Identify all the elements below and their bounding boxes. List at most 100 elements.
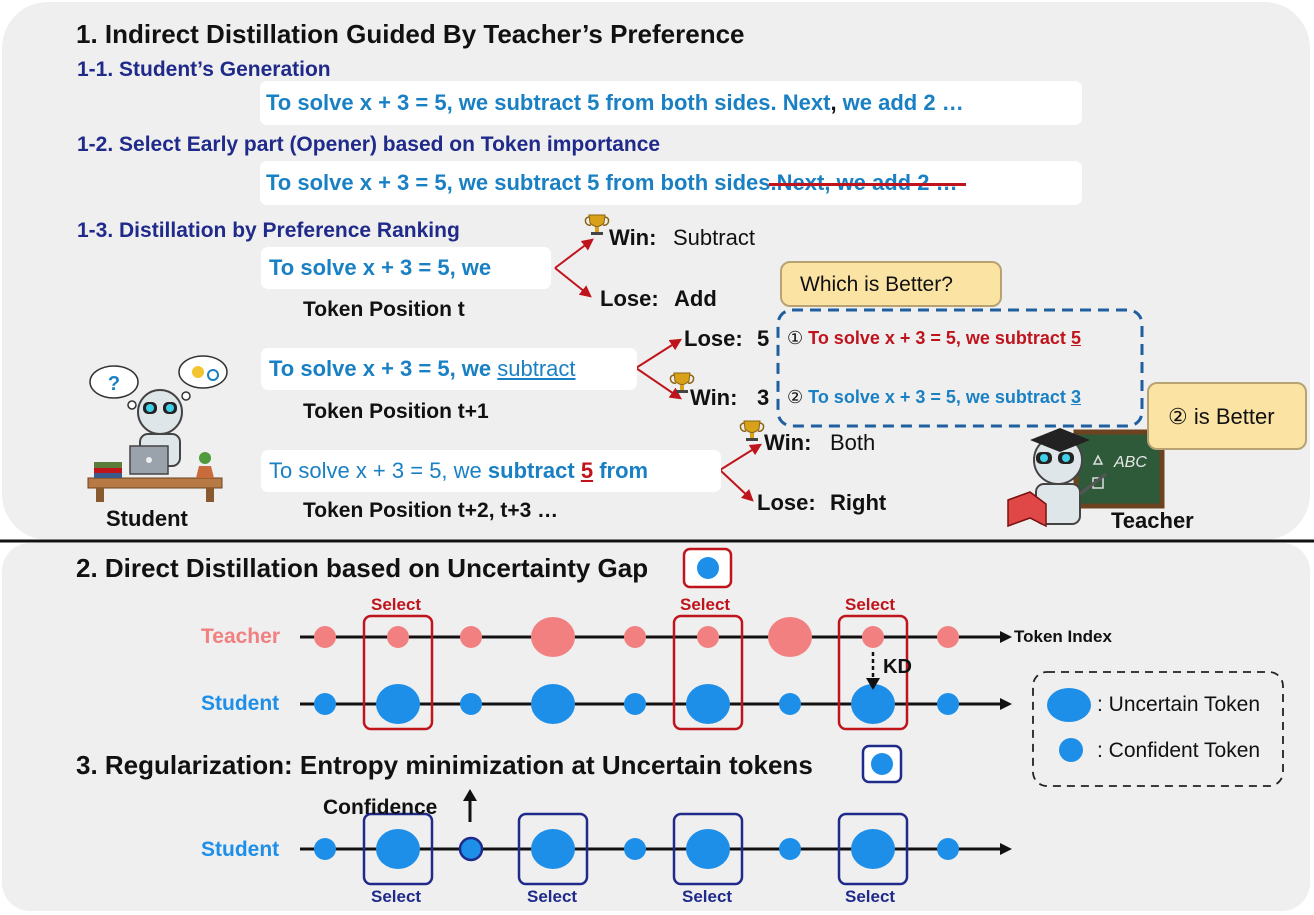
section1-title: 1. Indirect Distillation Guided By Teach…: [76, 19, 745, 49]
section2-panel: [2, 543, 1310, 911]
select-box: [672, 812, 744, 886]
select-text: Select: [371, 595, 422, 614]
row-t1-win-token: 3: [757, 385, 770, 410]
confident-token: [387, 626, 409, 648]
select-label: Select: [845, 596, 895, 614]
candidate-1-token: 5: [1070, 328, 1081, 348]
select-text: Select: [527, 887, 578, 906]
confident-token: [937, 838, 959, 860]
step1-sentence-tail: we add 2 …: [836, 90, 964, 115]
section1-panel: [2, 2, 1310, 540]
row-t1-position: Token Position t+1: [303, 400, 489, 423]
uncertain-token: [531, 684, 575, 724]
select-label: Select: [371, 596, 421, 614]
candidate-2: ② To solve x + 3 = 5, we subtract 3: [787, 388, 1081, 406]
confidence-label: Confidence: [323, 796, 438, 819]
candidate-2-text: To solve x + 3 = 5, we subtract: [808, 387, 1071, 407]
row-t1-sentence: To solve x + 3 = 5, we subtract: [269, 358, 576, 380]
candidate-1-marker: ①: [787, 328, 804, 348]
svg-text:?: ?: [108, 373, 120, 395]
student-robot-illustration: ?: [87, 355, 228, 502]
candidate-1: ① To solve x + 3 = 5, we subtract 5: [787, 329, 1081, 347]
uncertain-token: [531, 829, 575, 869]
select-text: Select: [682, 887, 733, 906]
row-t-position: Token Position t: [303, 298, 465, 321]
question-bubble-text: Which is Better?: [800, 273, 953, 296]
uncertain-token: [851, 829, 895, 869]
confident-token: [460, 626, 482, 648]
row-t2-prefix: To solve x + 3 = 5, we: [269, 458, 488, 483]
row-t2-lose-label: Lose:: [757, 490, 816, 515]
row-t1-win-label: Win:: [690, 385, 738, 410]
row-t1-prefix: To solve x + 3 = 5, we: [269, 356, 498, 381]
teacher-robot-illustration: [1007, 428, 1165, 528]
step2-title: 1-2. Select Early part (Opener) based on…: [77, 133, 661, 156]
step1-title: 1-1. Student’s Generation: [77, 58, 331, 81]
section2-student-row-label: Student: [201, 692, 280, 715]
select-text: Select: [845, 595, 896, 614]
row-t1-token: subtract: [497, 356, 576, 381]
section3-title: 3. Regularization: Entropy minimization …: [76, 750, 813, 780]
uncertain-token: [531, 617, 575, 657]
select-box: [672, 614, 744, 731]
chalkboard-text: ABC: [1114, 454, 1147, 471]
row-t2-win-token: Both: [830, 430, 876, 455]
answer-bubble-text: ② is Better: [1168, 404, 1275, 429]
step1-sentence-box: To solve x + 3 = 5, we subtract 5 from b…: [260, 81, 1082, 125]
step3-title: 1-3. Distillation by Preference Ranking: [77, 219, 460, 242]
uncertain-token: [686, 829, 730, 869]
confident-token: [624, 693, 646, 715]
candidate-2-marker: ②: [787, 387, 804, 407]
select-label: Select: [680, 596, 730, 614]
row-t-win-token: Subtract: [673, 225, 755, 250]
row-t-lose-token: Add: [674, 286, 717, 311]
step2-sentence: To solve x + 3 = 5, we subtract 5 from b…: [266, 170, 966, 195]
candidate-dashed-box: [776, 308, 1144, 428]
token-axis-arrowhead: [1000, 698, 1012, 710]
legend-confident-label: : Confident Token: [1097, 739, 1261, 762]
token-rows: [300, 614, 1012, 886]
confidence-up-arrow: [463, 789, 477, 822]
kd-label: KD: [883, 656, 912, 678]
select-text: Select: [845, 887, 896, 906]
select-text: Select: [680, 595, 731, 614]
row-t2-sentence: To solve x + 3 = 5, we subtract 5 from: [269, 460, 648, 482]
candidate-1-text: To solve x + 3 = 5, we subtract: [808, 328, 1071, 348]
uncertain-token: [376, 829, 420, 869]
step1-sentence-comma: ,: [830, 90, 837, 115]
legend-box: [1032, 671, 1284, 787]
token-axis-arrowhead: [1000, 843, 1012, 855]
row-t1-prefix-box: To solve x + 3 = 5, we subtract: [261, 348, 637, 390]
select-box: [837, 614, 909, 731]
row-t2-lose-token: Right: [830, 490, 887, 515]
row-t2-red-token: 5: [580, 458, 594, 483]
confident-token: [779, 838, 801, 860]
row-t2-position: Token Position t+2, t+3 …: [303, 499, 559, 522]
legend-confident-dot: [1059, 738, 1083, 762]
row-t2-prefix-box: To solve x + 3 = 5, we subtract 5 from: [261, 450, 721, 492]
row-t2-win-label: Win:: [764, 430, 812, 455]
confident-token: [937, 626, 959, 648]
legend-uncertain-label: : Uncertain Token: [1097, 693, 1261, 716]
row-t-lose-label: Lose:: [600, 286, 659, 311]
token-axis-arrowhead: [1000, 631, 1012, 643]
section2-teacher-row-label: Teacher: [201, 625, 280, 648]
token-index-label: Token Index: [1014, 627, 1112, 646]
step2-sentence-kept: To solve x + 3 = 5, we subtract 5 from b…: [266, 170, 777, 195]
select-text: Select: [371, 887, 422, 906]
confident-token: [460, 693, 482, 715]
confident-token: [458, 836, 484, 862]
step2-sentence-box: To solve x + 3 = 5, we subtract 5 from b…: [260, 161, 1082, 205]
step2-sentence-struck: Next, we add 2 …: [768, 170, 966, 195]
select-box: [362, 812, 434, 886]
branch-row-t: [554, 238, 594, 298]
confident-token: [779, 693, 801, 715]
select-label: Select: [845, 888, 895, 906]
row-t2-bold-token: subtract: [487, 458, 575, 483]
student-label: Student: [106, 506, 188, 531]
row-t1-lose-label: Lose:: [684, 326, 743, 351]
candidate-2-token: 3: [1070, 387, 1081, 407]
confident-token: [697, 626, 719, 648]
step1-sentence-main: To solve x + 3 = 5, we subtract 5 from b…: [266, 90, 831, 115]
